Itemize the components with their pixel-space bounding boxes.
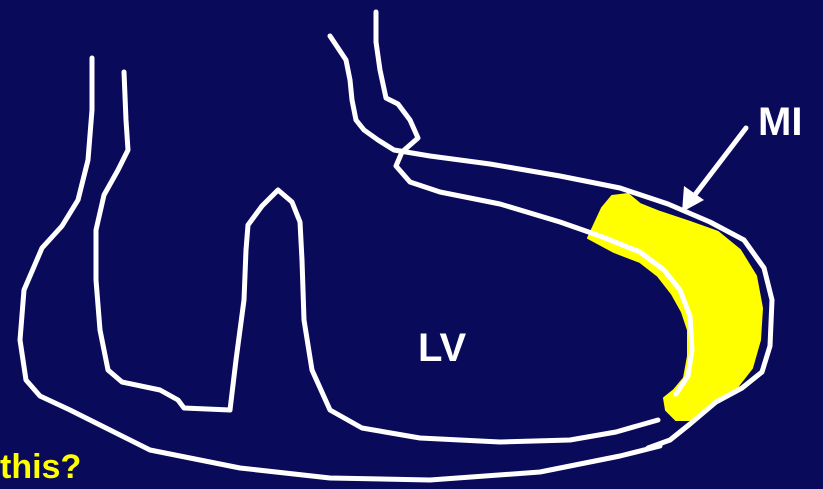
mi-arrow-shaft [694,128,746,196]
lv-label: LV [418,326,466,371]
question-text: this? [0,448,81,487]
inner-wall-left [96,72,230,410]
infarct-region [588,194,762,420]
mi-label: MI [758,100,802,145]
